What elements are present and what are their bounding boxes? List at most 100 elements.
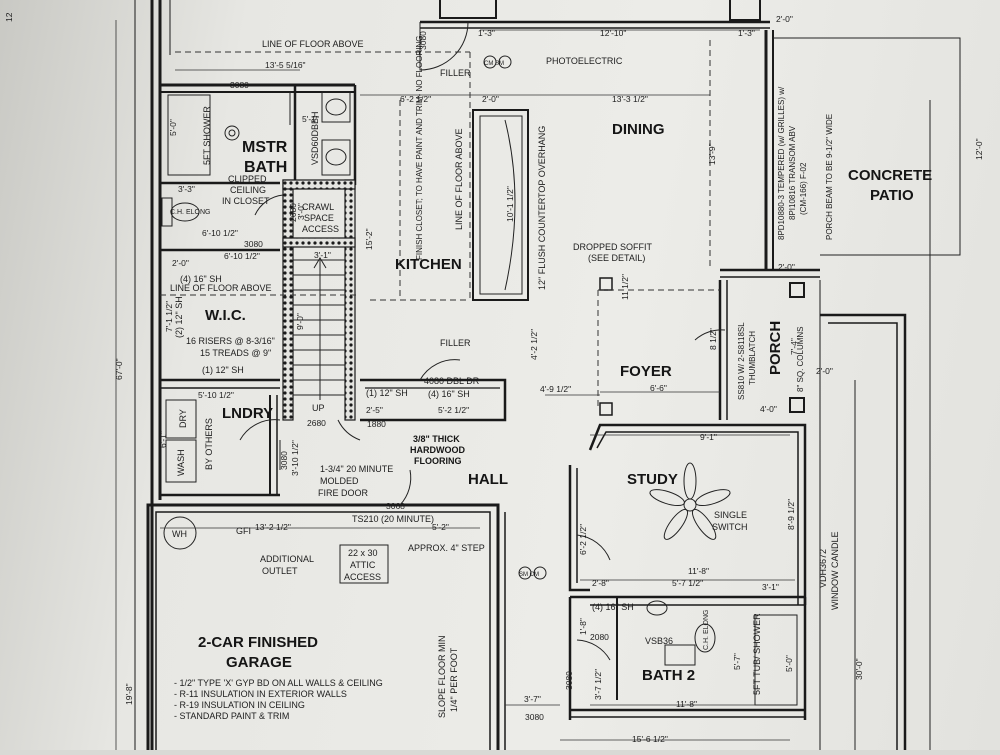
dim-2-0-e: 2'-0": [172, 258, 189, 268]
dim-13-3-12: 13'-3 1/2": [612, 94, 648, 104]
fixtures: [161, 55, 798, 706]
kitchen-island: [472, 109, 529, 301]
exterior-walls: [134, 0, 961, 755]
note-line-floor-above-left: LINE OF FLOOR ABOVE: [170, 283, 272, 293]
note-thumblatch: THUMBLATCH: [748, 331, 757, 385]
dim-15-2: 15'-2": [364, 228, 374, 250]
note-tempered-1: 8PD10880-3 TEMPERED (w/ GRILLES) w/: [777, 86, 786, 240]
dim-2-5: 2'-5": [366, 405, 383, 415]
note-hardwood-3: FLOORING: [414, 456, 462, 466]
note-crawl-3: ACCESS: [302, 224, 339, 234]
note-single-switch-1: SINGLE: [714, 510, 747, 520]
dim-7-4: 7'-4": [789, 338, 799, 355]
dim-2680-a: 2680: [288, 203, 298, 222]
dim-3-3: 3'-3": [178, 184, 195, 194]
note-vsb36: VSB36: [645, 636, 673, 646]
dim-11-8-a: 11'-8": [688, 566, 709, 576]
note-line-floor-above-vert: LINE OF FLOOR ABOVE: [454, 128, 464, 230]
dashed-lines: [160, 40, 720, 410]
dim-2680-b: 2680: [307, 418, 326, 428]
note-gfi: GFI: [236, 526, 251, 536]
note-sm-cm: SM CM: [519, 572, 539, 578]
note-sh-2-12: (2) 12" SH: [174, 296, 184, 338]
note-wash: WASH: [176, 449, 186, 476]
note-sh-1-12-a: (1) 12" SH: [202, 365, 244, 375]
note-up: UP: [312, 403, 325, 413]
dim-4-9-12: 4'-9 1/2": [540, 384, 571, 394]
note-dropped-soffit-2: (SEE DETAIL): [588, 253, 645, 263]
dim-5-1: 5'-1": [302, 114, 319, 124]
note-ch-elong2: C.H. ELONG: [703, 610, 710, 650]
note-ts210: TS210 (20 MINUTE): [352, 514, 434, 524]
room-label-hall: HALL: [468, 471, 508, 488]
note-ch-elong: C.H. ELONG: [170, 209, 210, 216]
dim-2-0-d: 2'-0": [816, 366, 833, 376]
note-hardwood-2: HARDWOOD: [410, 445, 465, 455]
note-ss810: SS810 W/ 2-S8118SL: [737, 322, 746, 400]
room-label-study: STUDY: [627, 471, 678, 488]
room-label-patio: PATIO: [870, 187, 914, 204]
dim-11-8-b: 11'-8": [676, 699, 697, 709]
dim-1-3b: 1'-3": [738, 28, 755, 38]
note-sh-1-12-b: (1) 12" SH: [366, 388, 408, 398]
washer-fixture: [165, 439, 197, 483]
dim-3080-f: 3080: [525, 712, 544, 722]
room-label-lndry: LNDRY: [222, 405, 273, 422]
dim-11-12: 11 1/2": [620, 274, 630, 300]
dim-12-left: 12: [4, 12, 14, 22]
sink-fixture: [321, 91, 351, 123]
dim-6-2-12: 6'-2 1/2": [400, 94, 431, 104]
note-by-others: BY OTHERS: [204, 418, 214, 470]
note-tempered-2: 8PI10816 TRANSOM ABV: [788, 125, 797, 220]
note-fire-door-1: 1-3/4" 20 MINUTE: [320, 464, 393, 474]
dim-13-2-12: 13'-2 1/2": [255, 522, 291, 532]
room-label-kitchen: KITCHEN: [395, 256, 462, 273]
dim-15-6-12: 15'-6 1/2": [632, 734, 668, 744]
note-porch-beam: PORCH BEAM TO BE 9-1/2" WIDE: [825, 114, 834, 240]
dim-3-7-12: 3'-7 1/2": [593, 669, 603, 700]
note-flush-countertop: 12" FLUSH COUNTERTOP OVERHANG: [537, 126, 547, 290]
note-additional-2: OUTLET: [262, 566, 298, 576]
note-tempered-3: (CM-166) F-02: [799, 162, 808, 215]
note-wh: WH: [172, 529, 187, 539]
note-crawl-2: SPACE: [304, 213, 334, 223]
dim-3080-a: 3080: [230, 80, 249, 90]
dim-3080-d: 3080: [279, 451, 289, 470]
dim-3080-e: 3080: [564, 671, 574, 690]
note-window-candle: WINDOW CANDLE: [830, 532, 840, 611]
note-sh-4-16-c: (4) 16" SH: [592, 602, 634, 612]
dim-1-8: 1'-8": [578, 618, 588, 635]
room-label-concrete: CONCRETE: [848, 167, 932, 184]
dim-67-0: 67'-0": [114, 358, 124, 380]
note-vsd: VSD60DBBH: [310, 111, 320, 165]
dim-4-0: 4'-0": [760, 404, 777, 414]
note-tub-shower: 5FT TUB/ SHOWER: [752, 613, 762, 695]
dim-6-10-a: 6'-10 1/2": [202, 228, 238, 238]
dim-4-2-12: 4'-2 1/2": [529, 329, 539, 360]
dim-6-10-b: 6'-10 1/2": [224, 251, 260, 261]
dim-5-7: 5'-7": [732, 653, 742, 670]
dim-2-8: 2'-8": [592, 578, 609, 588]
room-label-garage-2: GARAGE: [226, 654, 292, 671]
note-attic-3: ACCESS: [344, 572, 381, 582]
dim-3080-c: 3080: [244, 239, 263, 249]
dim-3080-b: 3080: [418, 31, 428, 50]
door-swings: [239, 21, 726, 661]
sink-basin: [325, 98, 347, 116]
note-photoelectric: PHOTOELECTRIC: [546, 56, 623, 66]
note-cm-sm: CM SM: [484, 61, 504, 67]
water-heater: [163, 516, 197, 550]
note-single-switch-2: SWITCH: [712, 522, 748, 532]
dim-3-10-12: 3'-10 1/2": [290, 440, 300, 476]
note-filler-mid: FILLER: [440, 338, 471, 348]
dim-13-5-16: 13'-5 5/16": [265, 60, 306, 70]
dim-12-10: 12'-10": [600, 28, 626, 38]
dimension-lines: [115, 20, 795, 750]
dim-3-1b: 3'-1": [762, 582, 779, 592]
dim-30-0: 30'-0": [854, 658, 864, 680]
dim-2080: 2080: [590, 632, 609, 642]
note-slope-2: 1/4" PER FOOT: [449, 647, 459, 712]
dim-5-7-12: 5'-7 1/2": [672, 578, 703, 588]
dim-6-6: 6'-6": [650, 383, 667, 393]
